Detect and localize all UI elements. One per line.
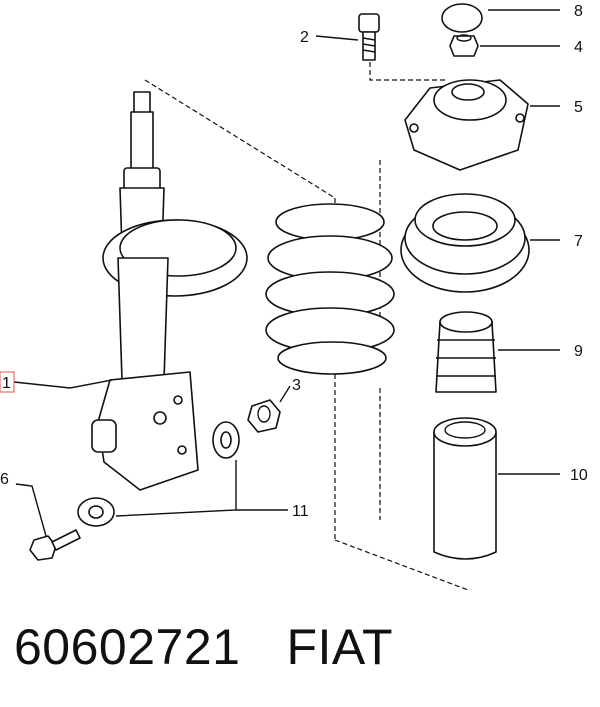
callout-3: 3 — [292, 377, 301, 394]
nut-top — [449, 34, 479, 57]
bolt-top — [358, 13, 380, 61]
washer-lower — [77, 497, 115, 527]
dust-boot — [433, 417, 497, 560]
nut-side — [247, 399, 281, 433]
brand-name: FIAT — [286, 619, 394, 675]
callout-2: 2 — [300, 29, 309, 46]
callout-9: 9 — [574, 343, 583, 360]
leader-lines — [13, 9, 560, 537]
washer-upper — [212, 421, 240, 459]
strut-assembly — [91, 91, 248, 491]
top-mount — [404, 79, 529, 171]
part-caption: 60602721 FIAT — [14, 618, 393, 676]
bump-stop — [435, 311, 497, 393]
bolt-lower — [29, 529, 81, 561]
callout-4: 4 — [574, 39, 583, 56]
cap — [441, 3, 483, 33]
callout-10: 10 — [570, 467, 588, 484]
spring-seat — [400, 193, 530, 293]
callout-1-highlight-box — [0, 371, 15, 393]
callout-11: 11 — [292, 503, 309, 520]
coil-spring — [265, 203, 395, 375]
part-number: 60602721 — [14, 619, 241, 675]
callout-7: 7 — [574, 233, 583, 250]
callout-1: 1 — [2, 375, 11, 392]
callout-8: 8 — [574, 3, 583, 20]
callout-5: 5 — [574, 99, 583, 116]
callout-6: 6 — [0, 471, 9, 488]
